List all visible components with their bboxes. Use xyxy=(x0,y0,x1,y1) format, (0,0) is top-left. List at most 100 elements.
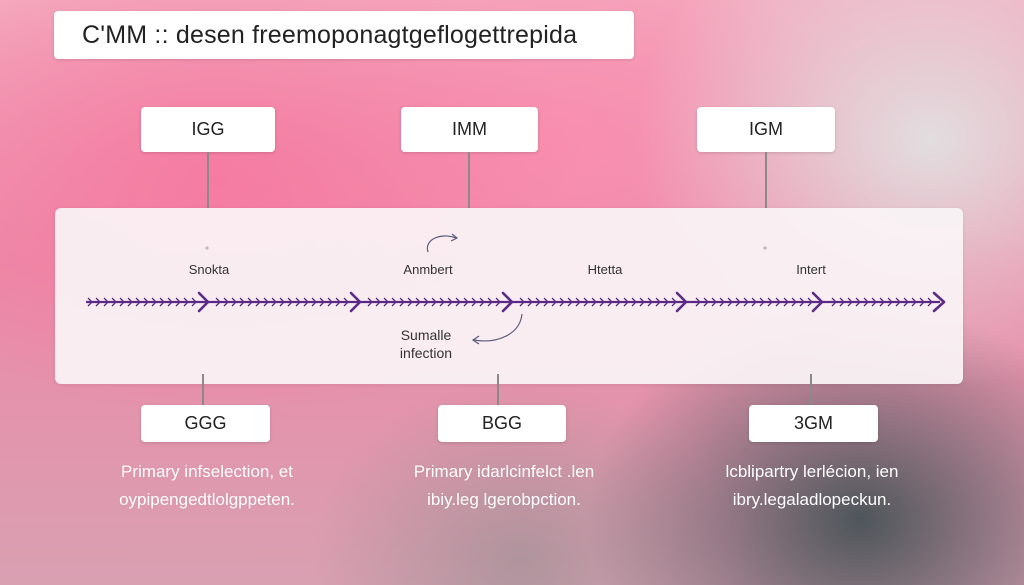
timeline-tick xyxy=(231,297,237,307)
timeline-tick xyxy=(919,297,925,307)
timeline-tick xyxy=(271,297,277,307)
timeline-tick xyxy=(615,297,621,307)
stage-dot-2 xyxy=(763,246,767,250)
timeline-tick xyxy=(175,297,181,307)
timeline-tick xyxy=(703,297,709,307)
timeline-tick xyxy=(903,297,909,307)
timeline-tick xyxy=(911,297,917,307)
timeline-tick xyxy=(111,297,117,307)
top-label-imm: IMM xyxy=(401,107,538,152)
timeline-tick xyxy=(391,297,397,307)
timeline-tick xyxy=(759,297,765,307)
timeline-tick xyxy=(303,297,309,307)
annotation-line-2: infection xyxy=(399,345,453,361)
timeline-tick xyxy=(95,297,101,307)
timeline-tick xyxy=(527,297,533,307)
timeline-tick xyxy=(471,297,477,307)
timeline-tick xyxy=(495,297,501,307)
description-1: Primary infselection, et oypipengedtlolg… xyxy=(119,458,295,514)
bottom-label-bgg: BGG xyxy=(438,405,566,442)
timeline-tick xyxy=(847,297,853,307)
timeline-tick xyxy=(119,297,125,307)
timeline-tick xyxy=(639,297,645,307)
timeline-tick xyxy=(135,297,141,307)
timeline-tick xyxy=(407,297,413,307)
curve-arrow-top xyxy=(426,235,457,253)
timeline-tick xyxy=(695,297,701,307)
timeline-tick xyxy=(711,297,717,307)
timeline-tick xyxy=(183,297,189,307)
timeline-tick xyxy=(487,297,493,307)
stage-label-4: Intert xyxy=(796,262,826,277)
timeline-tick xyxy=(863,297,869,307)
timeline-tick xyxy=(319,297,325,307)
timeline-tick xyxy=(839,297,845,307)
timeline-tick xyxy=(447,297,453,307)
timeline-tick xyxy=(551,297,557,307)
timeline-tick xyxy=(591,297,597,307)
bottom-label-3gm: 3GM xyxy=(749,405,878,442)
description-3: lcblipartry lerlécion, ien ibry.legaladl… xyxy=(726,458,899,514)
timeline-tick xyxy=(559,297,565,307)
timeline-panel xyxy=(55,208,963,384)
timeline-chevron-4 xyxy=(675,291,688,313)
timeline-tick xyxy=(255,297,261,307)
bottom-label-ggg: GGG xyxy=(141,405,270,442)
timeline-tick xyxy=(247,297,253,307)
description-3-line-2: ibry.legaladlopeckun. xyxy=(732,490,892,509)
timeline-tick xyxy=(143,297,149,307)
timeline-chevron-5 xyxy=(811,291,824,313)
timeline-tick xyxy=(223,297,229,307)
timeline-tick xyxy=(743,297,749,307)
timeline-tick xyxy=(799,297,805,307)
top-label-igg: IGG xyxy=(141,107,275,152)
top-label-igm: IGM xyxy=(697,107,835,152)
timeline-tick xyxy=(783,297,789,307)
stage-dot-1 xyxy=(205,246,209,250)
timeline-tick xyxy=(831,297,837,307)
timeline-tick xyxy=(279,297,285,307)
timeline-tick xyxy=(151,297,157,307)
timeline-arrowhead xyxy=(932,291,946,313)
timeline-tick xyxy=(767,297,773,307)
timeline-tick xyxy=(439,297,445,307)
description-1-line-1: Primary infselection, et xyxy=(121,462,293,481)
timeline-tick xyxy=(415,297,421,307)
timeline-tick xyxy=(335,297,341,307)
timeline-tick xyxy=(927,297,933,307)
curve-arrow-top-head xyxy=(450,233,459,242)
stage-label-1: Snokta xyxy=(188,262,230,277)
timeline-tick xyxy=(631,297,637,307)
timeline-tick xyxy=(599,297,605,307)
timeline-tick xyxy=(479,297,485,307)
timeline-tick xyxy=(423,297,429,307)
stage-label-2: Anmbert xyxy=(403,262,453,277)
curve-arrow-bottom xyxy=(473,313,523,342)
timeline-tick xyxy=(879,297,885,307)
timeline-tick xyxy=(191,297,197,307)
timeline-tick xyxy=(519,297,525,307)
annotation-note: Sumalle infection xyxy=(386,326,466,362)
timeline-tick xyxy=(159,297,165,307)
timeline-tick xyxy=(607,297,613,307)
annotation-line-1: Sumalle xyxy=(400,327,452,343)
timeline-chevron-1 xyxy=(197,291,210,313)
timeline-tick xyxy=(87,297,93,307)
timeline-tick xyxy=(327,297,333,307)
timeline-tick xyxy=(671,297,677,307)
curve-arrow-bottom-head xyxy=(471,335,480,345)
timeline-tick xyxy=(455,297,461,307)
timeline-tick xyxy=(735,297,741,307)
timeline-tick xyxy=(263,297,269,307)
timeline-tick xyxy=(215,297,221,307)
description-3-line-1: lcblipartry lerlécion, ien xyxy=(725,462,899,481)
timeline-tick xyxy=(623,297,629,307)
timeline-chevron-2 xyxy=(349,291,362,313)
timeline-tick xyxy=(751,297,757,307)
connector-bottom-1 xyxy=(202,374,204,405)
description-2-line-1: Primary idarlcinfelct .len xyxy=(413,462,595,481)
timeline-tick xyxy=(855,297,861,307)
timeline-tick xyxy=(343,297,349,307)
timeline-tick xyxy=(727,297,733,307)
